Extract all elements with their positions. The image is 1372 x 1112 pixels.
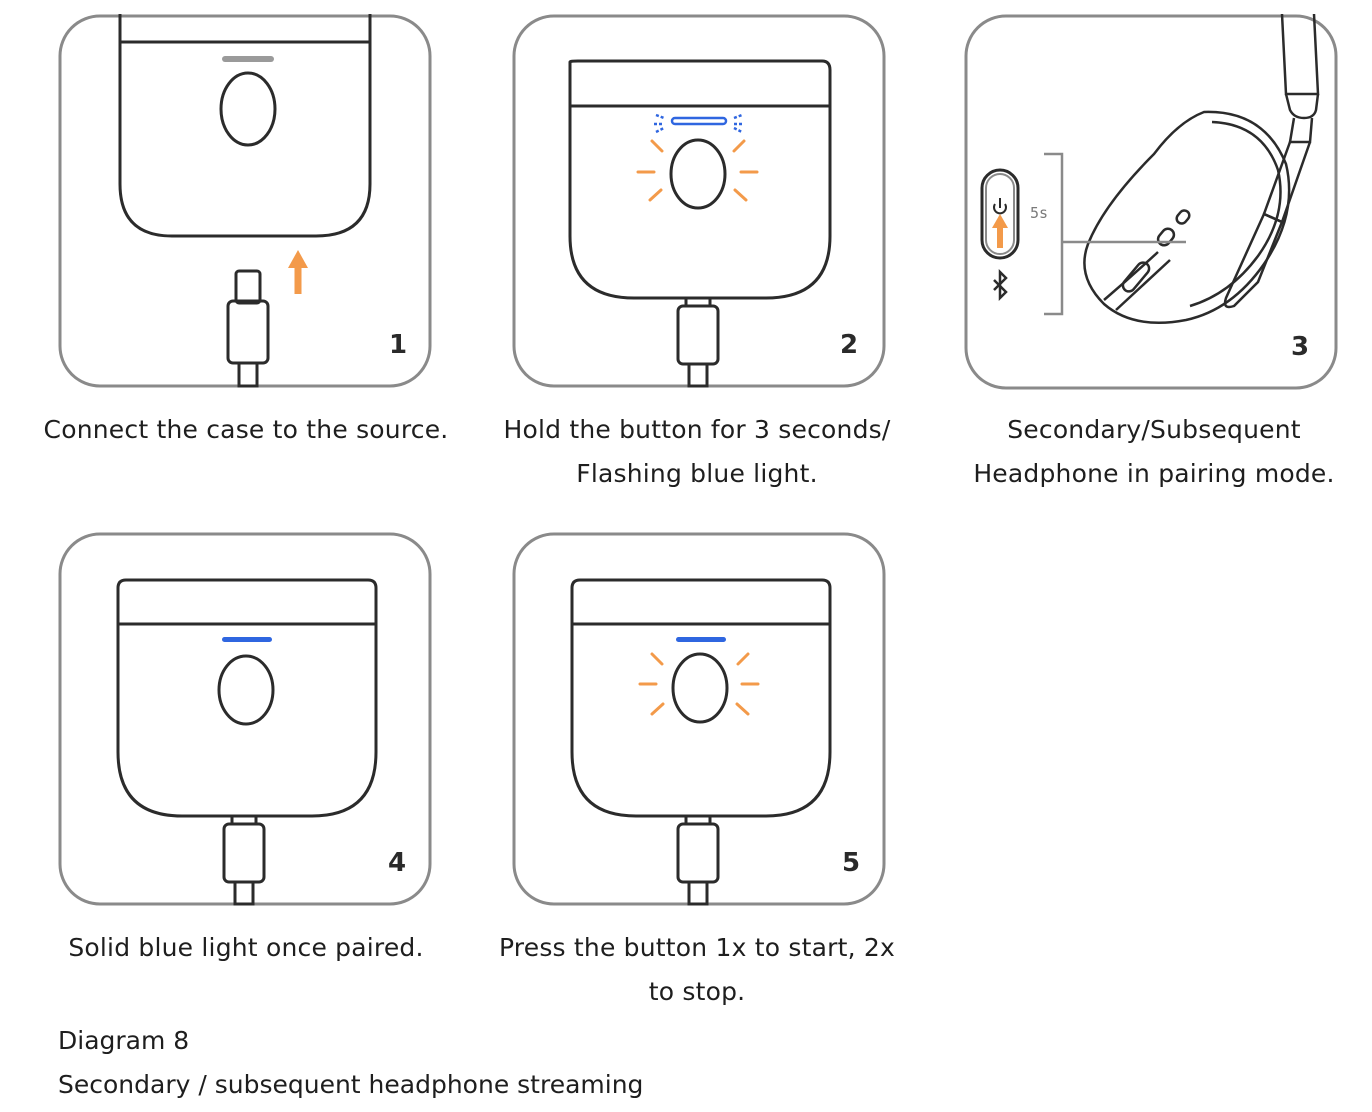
usb-c-cable-icon xyxy=(676,814,720,906)
charging-case xyxy=(570,578,832,818)
step-2-caption: Hold the button for 3 seconds/ Flashing … xyxy=(474,408,920,496)
diagram-title: Secondary / subsequent headphone streami… xyxy=(58,1070,644,1099)
caption-line: Press the button 1x to start, 2x xyxy=(498,933,896,962)
step-4-illustration xyxy=(58,532,432,906)
button-press-rays xyxy=(638,652,760,716)
step-2-panel: 2 xyxy=(512,14,886,388)
case-button xyxy=(671,652,729,724)
step-3-caption: Secondary/Subsequent Headphone in pairin… xyxy=(940,408,1368,496)
caption-line: Flashing blue light. xyxy=(576,459,818,488)
caption-line: Headphone in pairing mode. xyxy=(973,459,1335,488)
panel-frame xyxy=(964,14,1338,390)
charging-case xyxy=(568,59,832,300)
arrow-up-icon xyxy=(288,250,308,294)
diagram-label: Diagram 8 xyxy=(58,1026,190,1055)
usb-c-cable-icon xyxy=(222,814,266,906)
headphone-icon xyxy=(1083,13,1320,325)
status-light xyxy=(222,56,274,62)
step-1-illustration xyxy=(58,14,432,388)
step-5-illustration xyxy=(512,532,886,906)
caption-line: Solid blue light once paired. xyxy=(68,933,424,962)
step-1-caption: Connect the case to the source. xyxy=(20,408,472,452)
solid-blue-light xyxy=(676,637,726,642)
button-press-rays xyxy=(636,139,759,202)
case-button xyxy=(669,138,727,210)
caption-line: Hold the button for 3 seconds/ xyxy=(503,415,891,444)
step-3-illustration xyxy=(964,13,1338,390)
power-icon xyxy=(993,198,1007,215)
step-4-caption: Solid blue light once paired. xyxy=(20,926,472,970)
step-4-panel: 4 xyxy=(58,532,432,906)
step-number: 5 xyxy=(842,848,861,878)
step-number: 2 xyxy=(840,330,859,360)
step-2-illustration xyxy=(512,14,886,388)
step-number: 3 xyxy=(1291,332,1310,362)
flashing-blue-light xyxy=(654,113,744,134)
caption-line: Secondary/Subsequent xyxy=(1007,415,1301,444)
panel-frame xyxy=(58,14,432,388)
step-5-caption: Press the button 1x to start, 2x to stop… xyxy=(474,926,920,1014)
step-1-panel: 1 xyxy=(58,14,432,388)
solid-blue-light xyxy=(222,637,272,642)
timer-bracket xyxy=(1044,152,1186,316)
case-button xyxy=(219,71,277,147)
caption-line: to stop. xyxy=(648,977,746,1006)
caption-line: Connect the case to the source. xyxy=(43,415,449,444)
charging-case xyxy=(116,578,378,818)
timer-label: 5s xyxy=(1030,204,1049,222)
power-slider xyxy=(980,168,1020,260)
step-5-panel: 5 xyxy=(512,532,886,906)
step-number: 1 xyxy=(389,330,408,360)
usb-c-cable-icon xyxy=(676,296,720,388)
bluetooth-icon xyxy=(993,268,1008,302)
charging-case xyxy=(118,14,372,238)
step-number: 4 xyxy=(388,848,407,878)
case-button xyxy=(217,654,275,726)
step-3-panel: 5s 3 xyxy=(964,13,1338,390)
usb-c-cable-icon xyxy=(226,269,270,388)
